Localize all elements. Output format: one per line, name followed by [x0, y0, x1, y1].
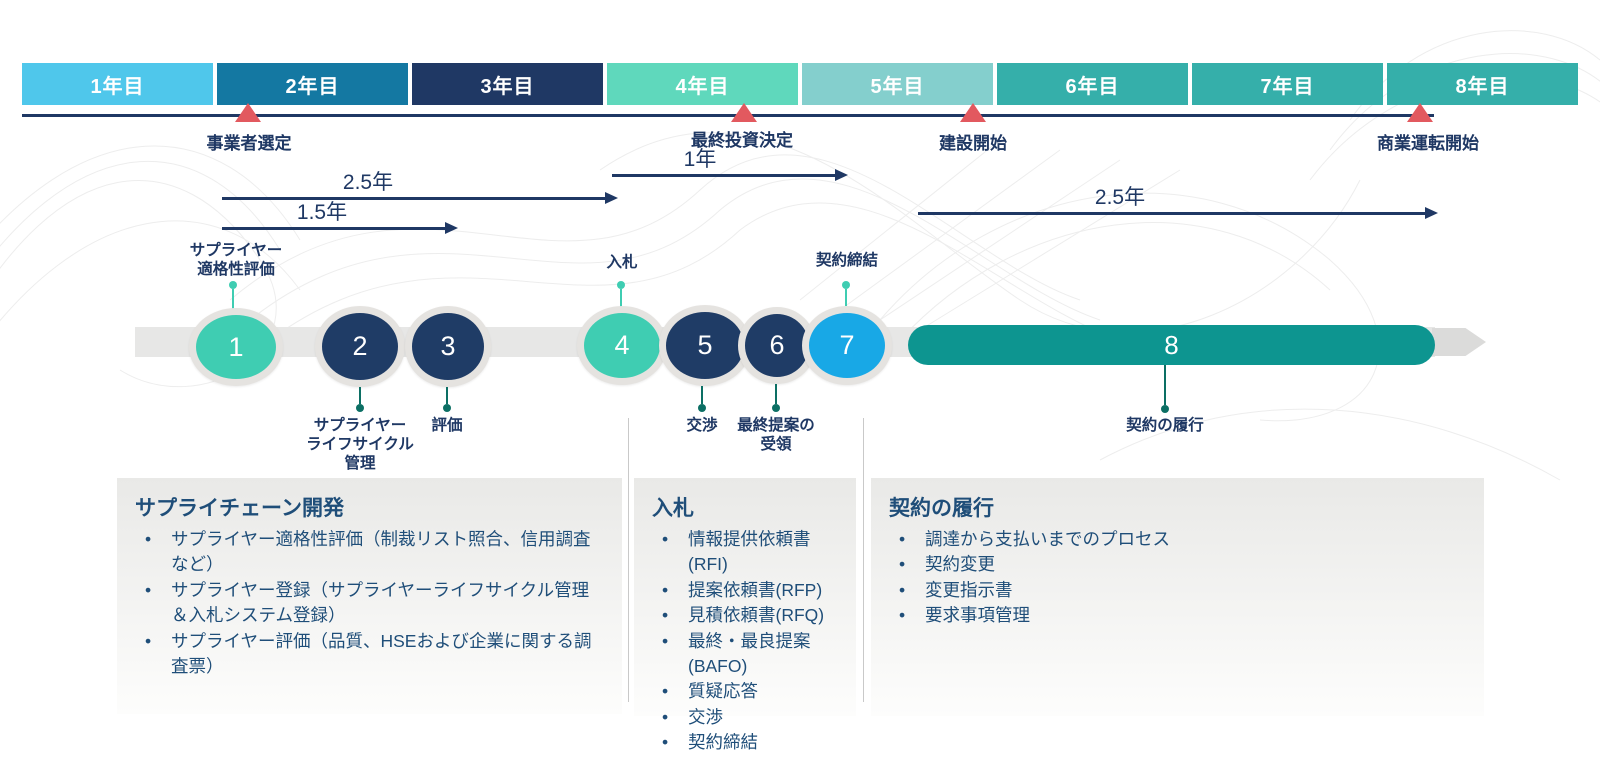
milestone-label: 建設開始 — [939, 134, 1007, 153]
step-circle-1: 1 — [189, 308, 283, 386]
step-label: 契約の履行 — [1126, 417, 1204, 434]
step-circle-2: 2 — [315, 306, 405, 387]
connector-dot — [356, 404, 364, 412]
bullet-item: 交渉 — [652, 705, 838, 731]
info-box-contract-execution: 契約の履行 調達から支払いまでのプロセス 契約変更 変更指示書 要求事項管理 — [871, 478, 1484, 716]
info-box-title: 契約の履行 — [889, 497, 994, 520]
bullet-item: 提案依頼書(RFP) — [652, 578, 838, 604]
connector-stem — [845, 289, 847, 306]
year-segment-5: 5年目 — [802, 63, 993, 105]
connector-dot — [1161, 405, 1169, 413]
section-divider — [863, 418, 864, 702]
step-label: 契約締結 — [815, 252, 878, 269]
milestone-marker-icon — [1407, 103, 1433, 122]
duration-arrow — [612, 169, 848, 181]
connector-dot — [229, 281, 237, 289]
milestone-label: 商業運転開始 — [1377, 134, 1479, 153]
duration-label: 2.5年 — [342, 171, 394, 194]
step-label: 交渉 — [686, 417, 718, 434]
connector-dot — [443, 404, 451, 412]
bullet-item: 情報提供依頼書(RFI) — [652, 527, 838, 578]
connector-stem — [446, 387, 448, 404]
bullet-item: サプライヤー登録（サプライヤーライフサイクル管理＆入札システム登録） — [135, 578, 604, 629]
connector-dot — [617, 281, 625, 289]
info-box-title: 入札 — [652, 497, 694, 520]
year-segment-3: 3年目 — [412, 63, 603, 105]
step-label: 評価 — [431, 417, 463, 434]
process-band-arrow-icon — [1432, 328, 1486, 356]
step-number: 7 — [839, 330, 855, 360]
duration-arrow — [222, 222, 458, 234]
step-pill-8: 8 — [908, 325, 1435, 365]
connector-dot — [842, 281, 850, 289]
connector-stem — [620, 289, 622, 307]
bullet-item: 質疑応答 — [652, 679, 838, 705]
connector-stem — [701, 386, 703, 404]
step-label: サプライヤー ライフサイクル 管理 — [306, 417, 414, 472]
step-number: 1 — [228, 331, 244, 362]
step-number: 8 — [1164, 329, 1179, 360]
step-label: 入札 — [606, 254, 638, 271]
year-segment-1: 1年目 — [22, 63, 213, 105]
bullet-item: 契約締結 — [652, 730, 838, 756]
connector-stem — [775, 384, 777, 404]
duration-label: 1年 — [683, 148, 717, 171]
info-box-bidding: 入札 情報提供依頼書(RFI) 提案依頼書(RFP) 見積依頼書(RFQ) 最終… — [634, 478, 856, 756]
step-number: 6 — [769, 330, 785, 360]
bullet-item: 契約変更 — [889, 552, 1466, 578]
milestone-label: 事業者選定 — [206, 134, 292, 153]
step-number: 4 — [614, 330, 630, 360]
step-circle-4: 4 — [577, 306, 667, 385]
milestone-marker-icon — [731, 103, 757, 122]
connector-stem — [359, 387, 361, 404]
connector-stem — [232, 289, 234, 310]
year-segment-6: 6年目 — [997, 63, 1188, 105]
step-number: 2 — [352, 331, 368, 361]
step-number: 3 — [440, 331, 456, 361]
connector-dot — [772, 404, 780, 412]
duration-arrow — [222, 192, 618, 204]
step-number: 5 — [697, 330, 713, 360]
duration-label: 2.5年 — [1094, 186, 1146, 209]
step-circle-7: 7 — [802, 306, 892, 385]
milestone-label: 最終投資決定 — [691, 131, 793, 150]
info-box-supply-chain: サプライチェーン開発 サプライヤー適格性評価（制裁リスト照合、信用調査など） サ… — [117, 478, 622, 714]
duration-arrow — [918, 207, 1438, 219]
year-segment-7: 7年目 — [1192, 63, 1383, 105]
bullet-item: 要求事項管理 — [889, 603, 1466, 629]
bullet-item: サプライヤー評価（品質、HSEおよび企業に関する調査票） — [135, 629, 604, 680]
bullet-item: 見積依頼書(RFQ) — [652, 603, 838, 629]
info-box-title: サプライチェーン開発 — [135, 497, 344, 520]
step-circle-3: 3 — [405, 306, 491, 387]
step-label: 最終提案の 受領 — [737, 417, 815, 453]
milestone-marker-icon — [235, 103, 261, 122]
step-label: サプライヤー 適格性評価 — [189, 242, 283, 278]
bullet-item: 変更指示書 — [889, 578, 1466, 604]
connector-dot — [698, 404, 706, 412]
bullet-item: 最終・最良提案 (BAFO) — [652, 629, 838, 680]
section-divider — [628, 418, 629, 702]
duration-label: 1.5年 — [296, 201, 348, 224]
bullet-item: 調達から支払いまでのプロセス — [889, 527, 1466, 553]
year-segment-8: 8年目 — [1387, 63, 1578, 105]
milestone-marker-icon — [960, 103, 986, 122]
year-segment-4: 4年目 — [607, 63, 798, 105]
bullet-item: サプライヤー適格性評価（制裁リスト照合、信用調査など） — [135, 527, 604, 578]
connector-stem — [1164, 365, 1166, 405]
year-segment-2: 2年目 — [217, 63, 408, 105]
timeline-axis — [22, 114, 1434, 117]
